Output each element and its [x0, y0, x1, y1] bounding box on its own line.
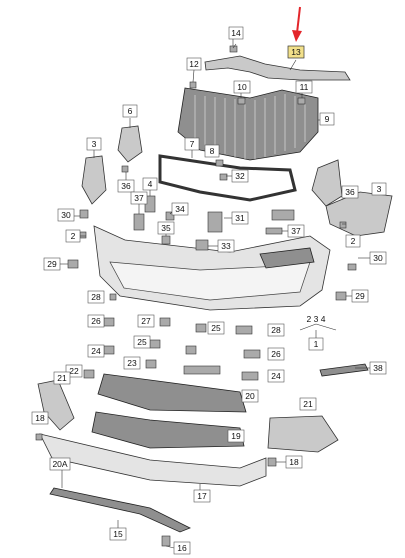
label-33: 33	[221, 241, 231, 251]
label-14: 14	[231, 28, 241, 38]
label-36-left: 36	[121, 181, 131, 191]
label-2-3-4: 2 3 4	[307, 314, 326, 324]
label-22: 22	[69, 366, 79, 376]
trim-strip-part	[49, 487, 191, 533]
right-support-part	[311, 159, 343, 207]
label-7: 7	[190, 139, 195, 149]
fixings	[35, 81, 357, 547]
label-4: 4	[148, 179, 153, 189]
label-2-left: 2	[71, 231, 76, 241]
label-32: 32	[235, 171, 245, 181]
label-28-right: 28	[271, 325, 281, 335]
label-25-mid: 25	[137, 337, 147, 347]
clip-part	[229, 38, 238, 53]
grille-frame-part	[158, 154, 297, 202]
label-3-right: 3	[377, 184, 382, 194]
spoiler-part	[39, 433, 267, 487]
label-25-top: 25	[211, 323, 221, 333]
label-20: 20	[245, 391, 255, 401]
label-37-left: 37	[134, 193, 144, 203]
trim-38-part	[319, 363, 369, 377]
label-12: 12	[189, 59, 199, 69]
label-11: 11	[300, 82, 309, 92]
callout-labels: 14 13 12 10 11 9 6 3 7 8 32 36 4 3 36 30	[31, 26, 387, 555]
label-8: 8	[210, 146, 215, 156]
left-support-part	[81, 155, 107, 205]
label-38: 38	[373, 363, 383, 373]
label-21-right: 21	[303, 399, 313, 409]
leader-lines	[60, 43, 370, 549]
label-34: 34	[175, 204, 185, 214]
label-20A: 20A	[52, 459, 67, 469]
label-35: 35	[161, 223, 171, 233]
label-2-right: 2	[351, 236, 356, 246]
label-13: 13	[291, 47, 301, 57]
label-26-right: 26	[271, 349, 281, 359]
label-24-left: 24	[91, 346, 101, 356]
label-29-left: 29	[47, 259, 57, 269]
label-30-left: 30	[61, 210, 71, 220]
label-37-right: 37	[291, 226, 301, 236]
left-bracket-part	[117, 125, 143, 163]
label-36-right: 36	[345, 187, 355, 197]
label-15: 15	[113, 529, 123, 539]
label-27: 27	[141, 316, 151, 326]
label-3-left: 3	[92, 139, 97, 149]
label-24-right: 24	[271, 371, 281, 381]
label-1: 1	[314, 339, 319, 349]
label-17: 17	[197, 491, 207, 501]
label-19: 19	[231, 431, 241, 441]
lower-grille-part	[91, 411, 245, 449]
label-18-right: 18	[289, 457, 299, 467]
highlight-box	[287, 45, 305, 59]
label-31: 31	[235, 213, 245, 223]
right-side-grille-part	[267, 415, 339, 453]
label-21-left: 21	[57, 373, 67, 383]
upper-lower-grille-part	[97, 373, 247, 413]
label-10: 10	[237, 82, 247, 92]
label-26-left: 26	[91, 316, 101, 326]
label-6: 6	[128, 106, 133, 116]
label-9: 9	[325, 114, 330, 124]
label-23: 23	[127, 358, 137, 368]
label-28-left: 28	[91, 292, 101, 302]
label-30-right: 30	[373, 253, 383, 263]
label-18-left: 18	[35, 413, 45, 423]
red-arrow-icon	[292, 6, 302, 42]
label-16: 16	[177, 543, 187, 553]
label-29-right: 29	[355, 291, 365, 301]
cowl-trim-part	[204, 55, 351, 81]
